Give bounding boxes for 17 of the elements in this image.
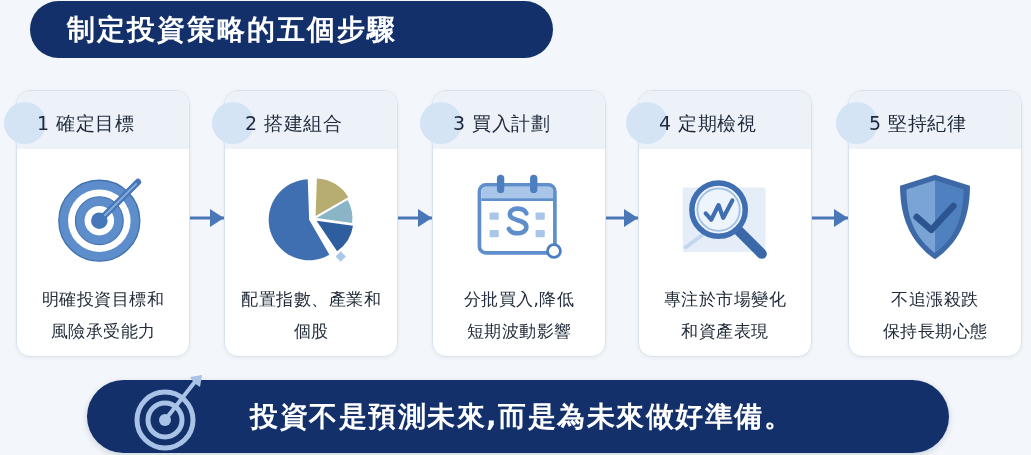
- step-title: 4 定期檢視: [659, 111, 757, 136]
- arrow: [190, 209, 224, 227]
- step-description: 專注於市場變化和資產表現: [662, 288, 788, 343]
- step-description: 配置指數、產業和個股: [240, 288, 382, 343]
- arrow: [398, 209, 432, 227]
- step-description: 不追漲殺跌: [891, 288, 979, 311]
- step-title: 5 堅持紀律: [869, 111, 967, 136]
- step-title: 1 確定目標: [37, 111, 135, 136]
- step-title: 2 搭建組合: [245, 111, 343, 136]
- step-title: 3 買入計劃: [453, 111, 551, 136]
- step-description: 分批買入,降低短期波動影響: [462, 288, 576, 343]
- step-description: 明確投資目標和風險承受能力: [40, 288, 166, 343]
- arrow: [812, 209, 848, 227]
- slogan-text: 投資不是預測未來,而是為未來做好準備。: [250, 399, 794, 435]
- title-banner: 制定投資策略的五個步驟: [30, 1, 553, 58]
- arrow: [606, 209, 638, 227]
- step-description: 保持長期心態: [882, 320, 988, 343]
